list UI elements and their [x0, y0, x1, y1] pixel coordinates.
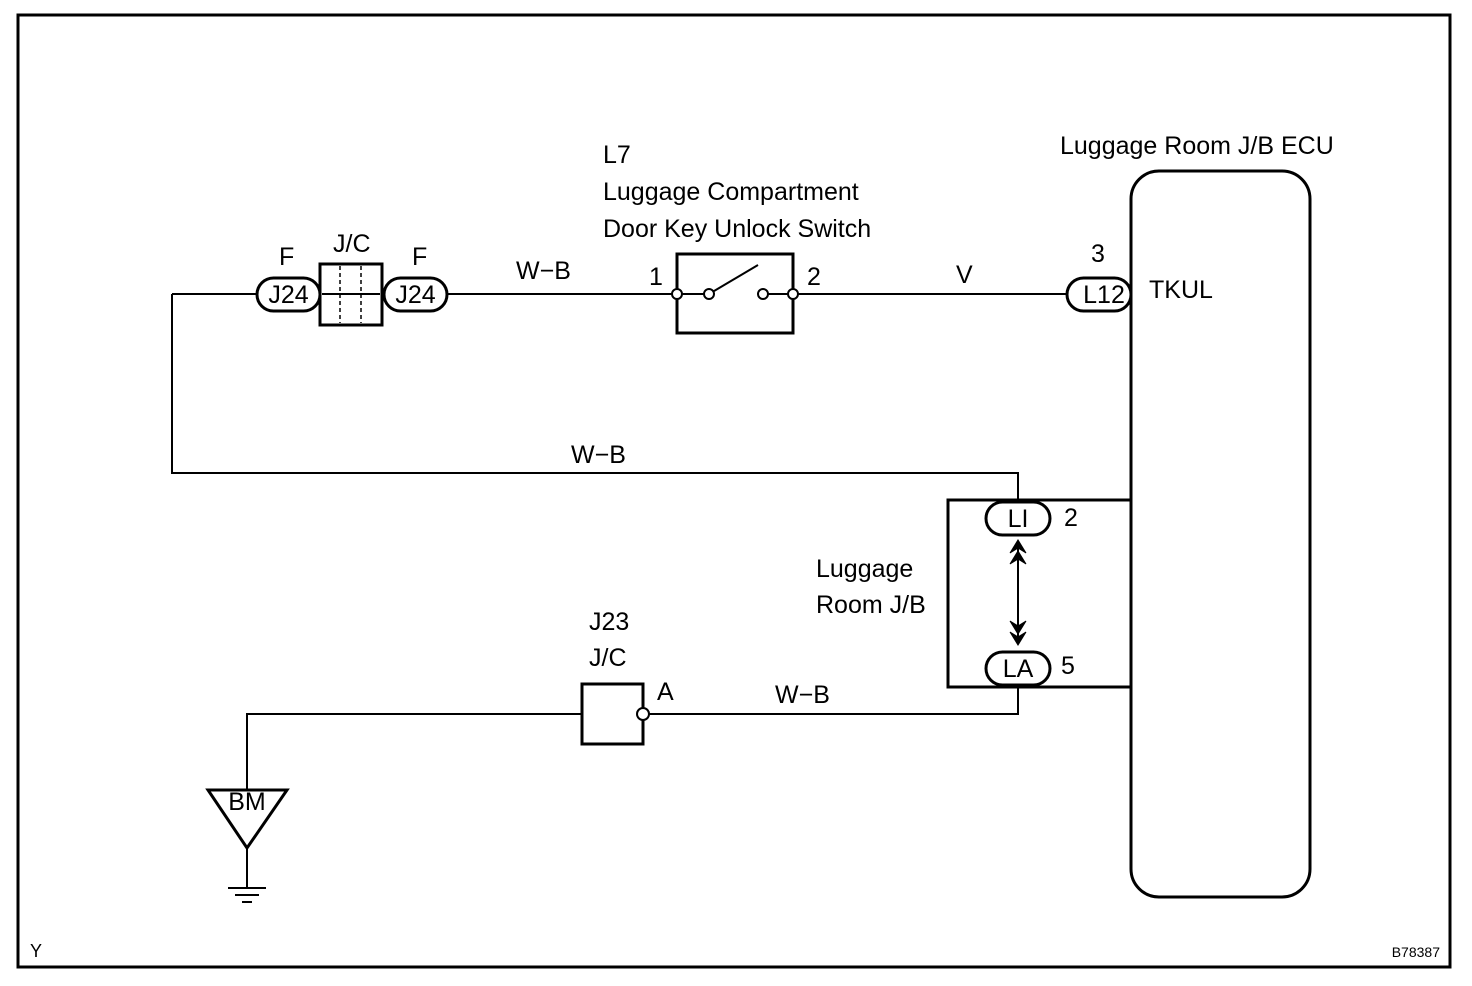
connector-li-label: LI: [1008, 505, 1029, 533]
connector-la-label: LA: [1003, 655, 1034, 683]
junction-top-name: J/C: [333, 230, 371, 258]
junction-j23-box: [580, 682, 645, 746]
jb-box: [946, 498, 1131, 689]
unlock-switch: L7 Luggage Compartment Door Key Unlock S…: [603, 141, 871, 335]
ecu-title: Luggage Room J/B ECU: [1060, 132, 1334, 160]
junction-j23: J23 J/C A: [580, 608, 674, 746]
junction-j23-code: J23: [589, 608, 629, 636]
wire-label-top-left: W−B: [516, 257, 571, 285]
wire-label-middle: W−B: [571, 441, 626, 469]
ground-triangle: [205, 788, 290, 851]
connector-l12-label: L12: [1083, 281, 1125, 309]
connector-j24-left-label: J24: [268, 281, 308, 309]
unlock-switch-name-1: Luggage Compartment: [603, 178, 859, 206]
unlock-switch-pin-1: 1: [649, 263, 663, 291]
connector-l12: L12: [1065, 276, 1133, 313]
connector-j24-left: J24: [255, 276, 322, 313]
diagram-frame: [16, 13, 1452, 969]
jb-name-2: Room J/B: [816, 591, 926, 619]
junction-j23-name: J/C: [589, 644, 627, 672]
jb-internal-link: [1009, 539, 1027, 646]
unlock-switch-name-2: Door Key Unlock Switch: [603, 215, 871, 243]
connector-la-pin: 5: [1061, 652, 1075, 680]
unlock-switch-pin-2: 2: [807, 263, 821, 291]
ground-label: BM: [228, 788, 266, 816]
connector-j24-right-label: J24: [395, 281, 435, 309]
connector-la: LA: [984, 650, 1052, 687]
corner-label-left: Y: [30, 941, 42, 961]
junction-j23-pin: A: [657, 678, 674, 706]
wire-w-b-bottom: [643, 684, 1019, 715]
ecu-terminal-pin: 3: [1091, 240, 1105, 268]
connector-j24-right: J24: [382, 276, 449, 313]
junction-top-right-pin: F: [412, 243, 427, 271]
connector-li-pin: 2: [1064, 504, 1078, 532]
junction-top-left-pin: F: [279, 243, 294, 271]
ecu-terminal-signal: TKUL: [1149, 276, 1213, 304]
ecu-body: [1129, 169, 1312, 899]
jb-name-1: Luggage: [816, 555, 913, 583]
wire-label-bottom: W−B: [775, 681, 830, 709]
wire-label-top-right: V: [956, 261, 973, 289]
unlock-switch-code: L7: [603, 141, 631, 169]
wire-ground-lead: [246, 713, 582, 790]
corner-label-right: B78387: [1392, 944, 1440, 960]
wire-w-b-middle: [171, 294, 1019, 503]
ground-icon: [228, 887, 266, 903]
connector-li: LI: [984, 500, 1052, 537]
ground-point: BM: [205, 788, 290, 903]
